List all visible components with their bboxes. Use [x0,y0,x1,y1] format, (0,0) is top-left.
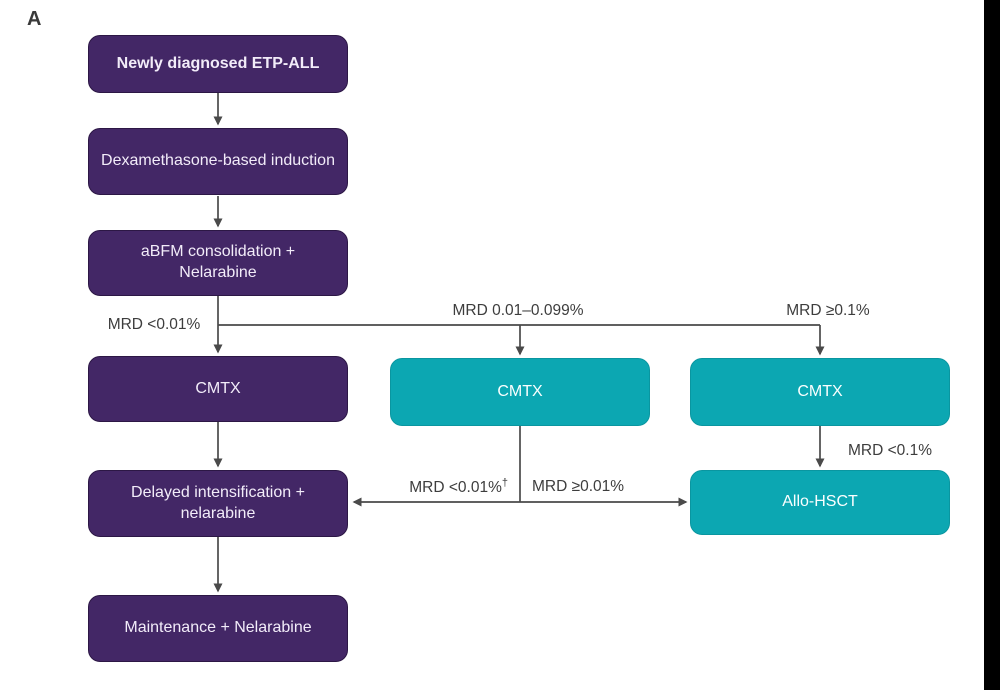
node-cmtx-left-label: CMTX [195,379,241,397]
node-cmtx-left: CMTX [88,356,348,422]
node-newly-diagnosed-label: Newly diagnosed ETP-ALL [116,54,320,72]
right-black-bar [984,0,1000,690]
node-cmtx-right-label: CMTX [797,382,843,400]
node-consolidation: aBFM consolidation + Nelarabine [88,230,348,296]
node-delayed-intensification-label: Delayed intensification + nelarabine [131,483,305,522]
edge-label-mrd-lt-001: MRD <0.01% [107,316,201,333]
node-induction: Dexamethasone-based induction [88,128,348,195]
node-maintenance: Maintenance + Nelarabine [88,595,348,662]
edge-label-mrd-lt-01: MRD <0.1% [848,442,932,459]
edge-label-mrd-ge-01: MRD ≥0.1% [786,302,870,319]
edge-label-mrd-lt-001-dagger: MRD <0.01%† [378,477,508,497]
dagger-footnote-mark: † [501,477,508,489]
node-newly-diagnosed: Newly diagnosed ETP-ALL [88,35,348,93]
node-cmtx-right: CMTX [690,358,950,426]
node-induction-label: Dexamethasone-based induction [101,152,335,170]
edge-label-mrd-001-0099: MRD 0.01–0.099% [452,302,584,319]
node-cmtx-mid: CMTX [390,358,650,426]
node-delayed-intensification: Delayed intensification + nelarabine [88,470,348,537]
node-allo-hsct: Allo-HSCT [690,470,950,535]
node-consolidation-label: aBFM consolidation + Nelarabine [140,243,296,281]
node-allo-hsct-label: Allo-HSCT [782,493,858,511]
node-maintenance-label: Maintenance + Nelarabine [124,619,312,637]
node-cmtx-mid-label: CMTX [497,382,543,400]
edge-label-mrd-ge-001: MRD ≥0.01% [532,478,625,495]
edge-label-mrd-lt-001-dagger-text: MRD <0.01% [409,479,502,497]
panel-letter-label: A [27,8,42,30]
